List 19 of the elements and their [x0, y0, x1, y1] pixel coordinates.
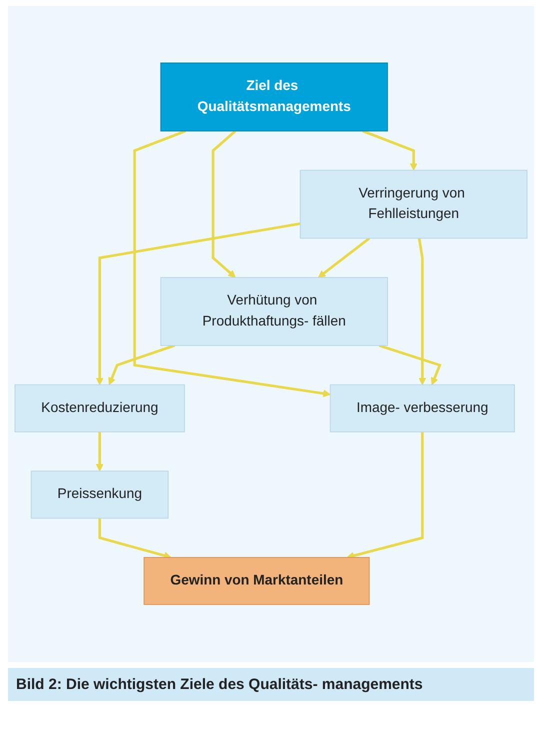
node-box: Image- verbesserung [330, 384, 515, 433]
arrow [378, 344, 442, 386]
figure-caption: Bild 2: Die wichtigsten Ziele des Qualitäts- managements [8, 668, 534, 701]
node-box: Gewinn von Marktanteilen [144, 557, 370, 606]
node-box: Verhütung von Produkthaftungs- fällen [160, 277, 388, 346]
arrow [133, 130, 331, 398]
arrow [96, 432, 104, 472]
node-box: Verringerung von Fehlleistungen [300, 170, 528, 239]
arrow [212, 130, 236, 278]
node-box: Preissenkung [30, 470, 169, 519]
arrow [318, 237, 370, 278]
arrow [418, 238, 426, 386]
node-box: Kostenreduzierung [14, 384, 185, 433]
arrow [98, 518, 172, 560]
node-box: Ziel des Qualitätsmanagements [160, 62, 388, 132]
arrow [96, 222, 300, 386]
arrow [362, 130, 418, 171]
arrow [108, 344, 175, 386]
arrow [346, 432, 424, 560]
